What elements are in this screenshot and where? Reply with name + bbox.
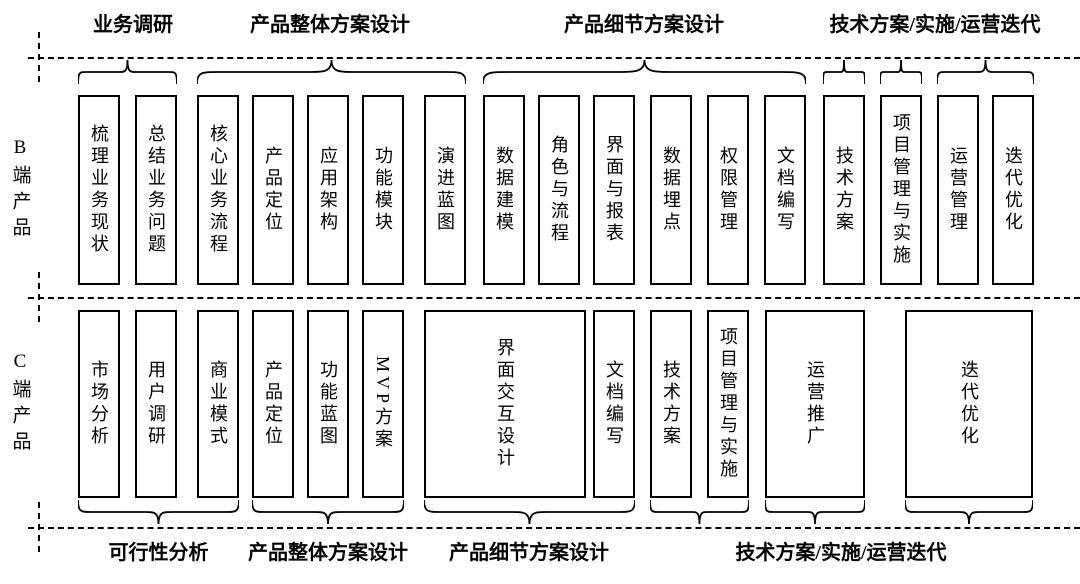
c-box-documentation: 文档编写 [593, 310, 635, 498]
b-box-project-management: 项目管理与实施 [880, 95, 922, 285]
c-box-market-analysis: 市场分析 [78, 310, 120, 498]
top-phase-tech-impl-ops: 技术方案/实施/运营迭代 [829, 14, 1041, 36]
top-phase-overall-design: 产品整体方案设计 [250, 14, 410, 36]
overbrace-icon [78, 60, 177, 84]
overbrace-icon [880, 60, 922, 84]
overbrace-icon [197, 60, 466, 84]
b-box-summarize-business-issues: 总结业务问题 [135, 95, 177, 285]
overbrace-icon [483, 60, 806, 84]
b-box-function-modules: 功能模块 [362, 95, 404, 285]
c-box-feature-blueprint: 功能蓝图 [307, 310, 349, 498]
overbrace-icon [937, 60, 1034, 84]
top-phase-detail-design: 产品细节方案设计 [564, 14, 724, 36]
c-box-business-model: 商业模式 [197, 310, 239, 498]
top-phase-business-research: 业务调研 [93, 14, 173, 36]
overbrace-icon [823, 60, 865, 84]
b-box-iteration-optimization: 迭代优化 [992, 95, 1034, 285]
b-box-core-business-process: 核心业务流程 [197, 95, 239, 285]
b-box-technical-solution: 技术方案 [823, 95, 865, 285]
c-box-technical-solution: 技术方案 [650, 310, 692, 498]
bottom-phase-overall-design: 产品整体方案设计 [248, 542, 408, 564]
dashed-tick-bottom [38, 502, 40, 552]
b-box-ui-and-reports: 界面与报表 [593, 95, 635, 285]
c-box-iteration-optimization: 迭代优化 [905, 310, 1033, 498]
underbrace-icon [78, 500, 239, 524]
b-box-product-positioning: 产品定位 [252, 95, 294, 285]
c-box-ui-interaction-design: 界面交互设计 [424, 310, 586, 498]
b-box-roles-and-processes: 角色与流程 [538, 95, 580, 285]
dashed-line-top [28, 57, 1080, 59]
b-box-application-architecture: 应用架构 [307, 95, 349, 285]
c-box-mvp-plan: MVP方案 [362, 310, 404, 498]
b-box-documentation: 文档编写 [764, 95, 806, 285]
c-box-project-management: 项目管理与实施 [707, 310, 749, 498]
side-label-c-product: C端产品 [9, 351, 31, 457]
underbrace-icon [650, 500, 749, 524]
b-box-permission-management: 权限管理 [707, 95, 749, 285]
b-box-data-tracking: 数据埋点 [650, 95, 692, 285]
underbrace-icon [424, 500, 635, 524]
b-box-sort-business-status: 梳理业务现状 [78, 95, 120, 285]
c-box-operation-promotion: 运营推广 [765, 310, 865, 498]
underbrace-icon [252, 500, 404, 524]
dashed-tick-top [38, 32, 40, 82]
bottom-phase-detail-design: 产品细节方案设计 [449, 542, 609, 564]
underbrace-icon [765, 500, 865, 524]
b-box-evolution-blueprint: 演进蓝图 [424, 95, 466, 285]
dashed-line-middle [28, 297, 1080, 299]
side-label-b-product: B端产品 [9, 137, 31, 243]
dashed-line-bottom [28, 527, 1080, 529]
c-box-product-positioning: 产品定位 [252, 310, 294, 498]
bottom-phase-feasibility-analysis: 可行性分析 [108, 542, 209, 564]
b-box-data-modeling: 数据建模 [483, 95, 525, 285]
c-box-user-research: 用户调研 [135, 310, 177, 498]
dashed-tick-middle [38, 272, 40, 322]
b-box-operation-management: 运营管理 [937, 95, 979, 285]
underbrace-icon [905, 500, 1033, 524]
bottom-phase-tech-impl-ops: 技术方案/实施/运营迭代 [735, 542, 947, 564]
